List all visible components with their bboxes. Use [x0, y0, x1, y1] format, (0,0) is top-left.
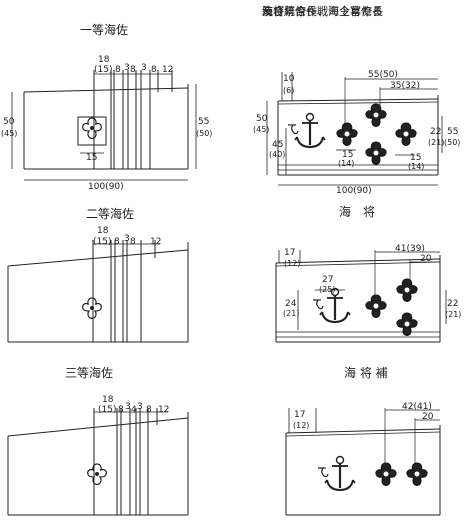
dim-p3-s2: 3 [125, 402, 131, 412]
dim-a3-42: 42(41) [402, 402, 432, 412]
dim-p1-s5: 8 [151, 65, 157, 75]
anchor-icon [316, 455, 357, 492]
anchor-icon [286, 112, 327, 149]
dim-a1-35: 35(32) [390, 81, 420, 91]
dim-p1-right: 55 [198, 117, 209, 127]
title-3rd-captain: 三等海佐 [65, 366, 114, 380]
dim-a2-12p: (12) [284, 259, 300, 268]
dim-a3-17: 17 [294, 410, 305, 420]
dim-a1-14bp: (14) [408, 162, 424, 171]
dim-p2-15p: (15) [93, 237, 111, 247]
dim-p1-s3: 8 [130, 65, 136, 75]
dim-a1-15b: 15 [410, 153, 421, 163]
dim-a1-14p: (14) [338, 159, 354, 168]
panel-3rd-captain: 18 (15) 8 3 4 3 8 12 [7, 395, 189, 516]
dim-a1-21p: (21) [428, 138, 444, 147]
dim-a1-40p: (40) [269, 150, 285, 159]
dim-p1-flower: 15 [86, 153, 97, 163]
dim-p3-s4: 3 [137, 402, 143, 412]
sakura-icon [396, 278, 418, 302]
dim-p1-s6: 12 [162, 65, 173, 75]
dim-a3-12p: (12) [293, 421, 309, 430]
dim-a1-10: 10 [283, 74, 295, 84]
dim-p2-s1: 8 [114, 237, 120, 247]
dim-a2-21rp: (21) [445, 310, 461, 319]
sakura-icon [395, 122, 417, 146]
dim-p2-s2: 3 [124, 234, 130, 244]
dim-p3-15p: (15) [98, 405, 116, 415]
dim-p3-s5: 8 [146, 405, 152, 415]
dim-a1-50rp: (50) [444, 138, 460, 147]
dim-p1-right-p: (50) [196, 129, 212, 138]
caption-line-3: 海将 [262, 5, 284, 18]
dim-p1-s2: 3 [124, 63, 130, 73]
dim-a2-27: 27 [322, 275, 333, 285]
panel-vice-admiral: 17 (12) 41(39) 20 27 (25) 24 (21) 22 (21… [275, 244, 461, 343]
caption-line-1: 統合幕僚長、海上幕僚長 [262, 5, 383, 18]
sakura-icon [365, 141, 387, 165]
title-vice-admiral: 海 将 [339, 205, 376, 219]
sakura-icon [87, 463, 107, 486]
title-rear-admiral: 海 将 補 [344, 366, 388, 380]
dim-a2-22: 22 [447, 299, 458, 309]
panel-1st-captain: 18 (15) 8 3 8 3 8 12 50 (45) 55 (50) 15 … [1, 55, 212, 192]
dim-a1-55r: 55 [447, 127, 458, 137]
caption-line-2: 及び統合作戦司令官たる [262, 5, 383, 18]
dim-p1-s1: 8 [115, 65, 121, 75]
sakura-icon [82, 117, 102, 140]
dim-p1-18: 18 [98, 55, 110, 65]
dim-a1-left-p: (45) [253, 125, 269, 134]
dim-p2-s4: 12 [150, 237, 161, 247]
sakura-icon [365, 103, 387, 127]
dim-a3-20: 20 [422, 412, 434, 422]
dim-p1-bottom: 100(90) [88, 182, 124, 192]
dim-p1-15p: (15) [94, 65, 112, 75]
title-2nd-captain: 二等海佐 [86, 207, 135, 221]
dim-a2-41: 41(39) [395, 244, 425, 254]
sakura-icon [336, 122, 358, 146]
dim-p3-s1: 8 [118, 405, 124, 415]
sakura-icon [82, 297, 102, 320]
dim-a1-15: 15 [342, 150, 353, 160]
dim-p3-18: 18 [102, 395, 114, 405]
dim-p3-s6: 12 [158, 405, 169, 415]
panel-rear-admiral: 17 (12) 42(41) 20 [285, 402, 441, 516]
dim-p2-s3: 8 [130, 237, 136, 247]
dim-a2-20: 20 [420, 254, 432, 264]
sakura-icon [365, 294, 387, 318]
panel-2nd-captain: 18 (15) 8 3 8 12 [7, 226, 189, 343]
dim-a1-left: 50 [256, 114, 268, 124]
dim-p1-s4: 3 [141, 63, 147, 73]
dim-a1-22: 22 [430, 127, 441, 137]
dim-p3-s3: 4 [131, 405, 137, 415]
dim-a2-17: 17 [284, 248, 295, 258]
title-1st-captain: 一等海佐 [80, 23, 129, 37]
dim-a2-21p: (21) [283, 309, 299, 318]
dim-a2-25p: (25) [319, 285, 335, 294]
dim-p1-left-p: (45) [1, 129, 17, 138]
dim-a1-bottom: 100(90) [336, 186, 372, 196]
dim-a2-24: 24 [285, 299, 297, 309]
dim-p2-18: 18 [97, 226, 109, 236]
dim-a1-55: 55(50) [368, 70, 398, 80]
sakura-icon [375, 462, 397, 486]
dim-a1-45: 45 [272, 140, 283, 150]
panel-admiral-chief: 10 (6) 55(50) 35(32) 50 (45) 45 (40) 15 … [253, 70, 460, 196]
dim-p1-left: 50 [3, 117, 15, 127]
dim-a1-6p: (6) [283, 86, 294, 95]
sakura-icon [406, 462, 428, 486]
